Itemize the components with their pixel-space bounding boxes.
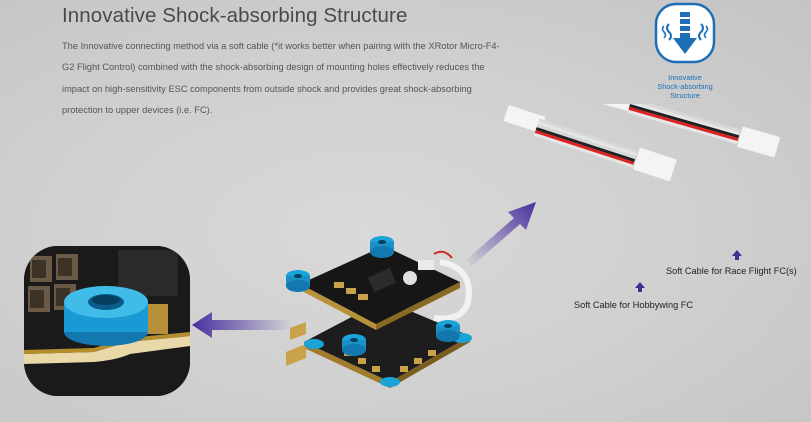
left-arrow-icon [192,312,292,338]
diagonal-arrow-icon [466,202,536,266]
up-arrow-icon [635,282,645,292]
label-race-flight-cable: Soft Cable for Race Flight FC(s) [666,266,797,276]
mounting-hole-closeup-image [24,246,190,396]
badge-caption: Innovative Shock-absorbing Structure [657,73,713,100]
soft-cables-image [502,104,781,183]
shock-absorb-icon [654,2,716,64]
esc-fc-stack-image [286,236,472,388]
feature-badge: Innovative Shock-absorbing Structure [654,2,716,100]
up-arrow-icon [732,250,742,260]
label-hobbywing-cable: Soft Cable for Hobbywing FC [574,300,693,310]
page-title: Innovative Shock-absorbing Structure [62,4,408,27]
description-text: The Innovative connecting method via a s… [62,41,500,115]
